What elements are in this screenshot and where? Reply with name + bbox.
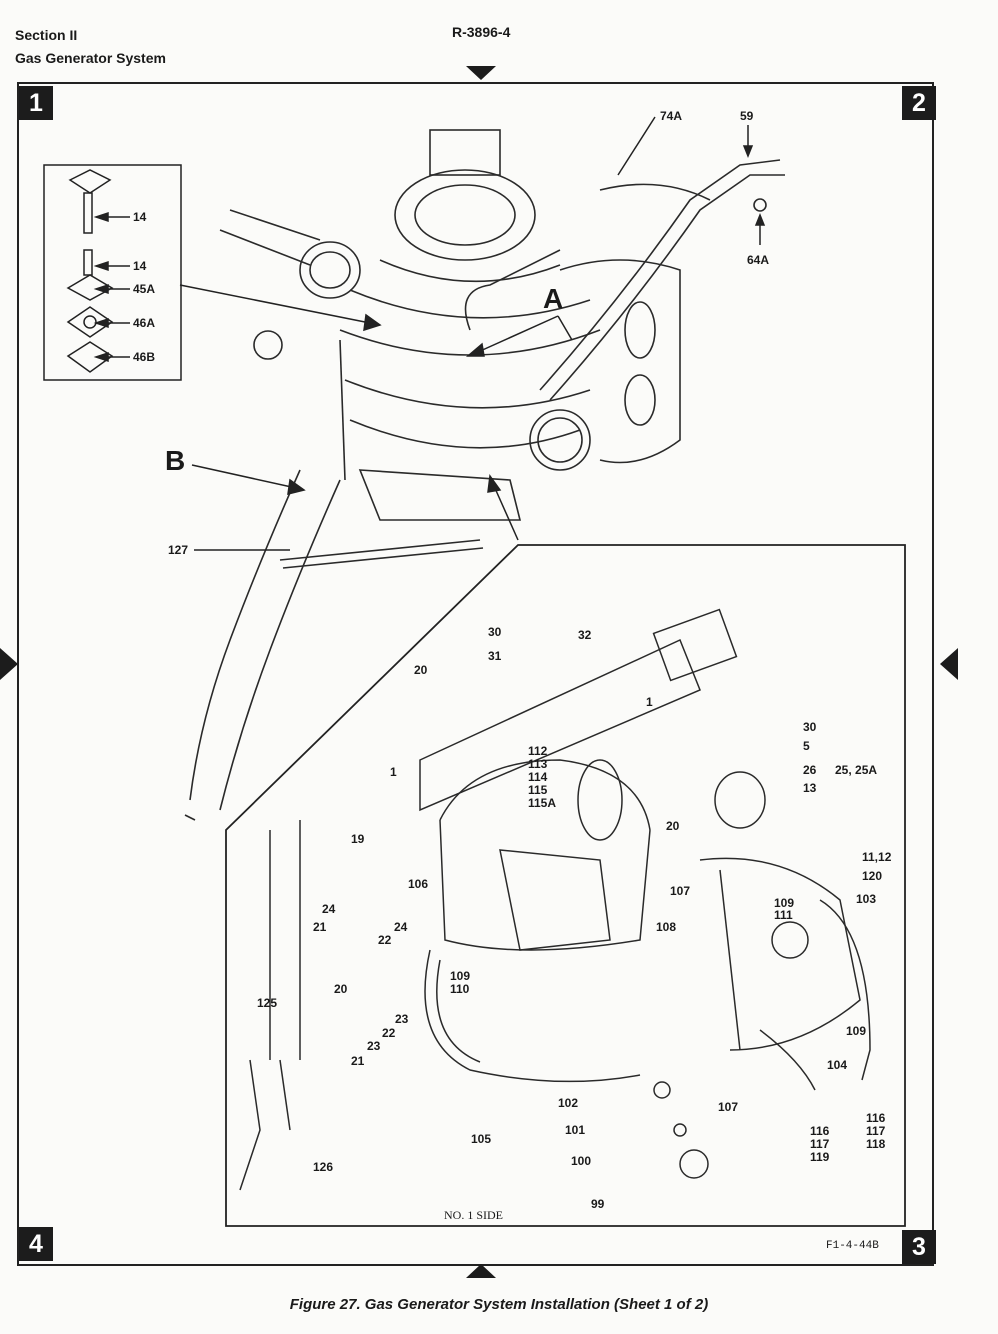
callout-116: 116 bbox=[810, 1124, 830, 1138]
callout-1: 1 bbox=[390, 765, 397, 779]
left-center-marker-icon bbox=[0, 648, 18, 680]
callout-109: 109 bbox=[846, 1024, 867, 1038]
callout-31: 31 bbox=[488, 649, 502, 663]
callout-127: 127 bbox=[168, 543, 189, 557]
figure-frame bbox=[17, 82, 934, 1266]
detail-view-outline bbox=[225, 544, 906, 1227]
figure-caption: Figure 27. Gas Generator System Installa… bbox=[289, 1296, 709, 1313]
corner-marker-4: 4 bbox=[19, 1227, 53, 1261]
callout-105: 105 bbox=[471, 1132, 492, 1146]
callout-100: 100 bbox=[571, 1154, 592, 1168]
callout-115a: 115A bbox=[528, 796, 557, 810]
top-center-marker-icon bbox=[466, 66, 496, 80]
detail-view-label: NO. 1 SIDE bbox=[444, 1208, 503, 1222]
callout-23: 23 bbox=[395, 1012, 409, 1026]
corner-marker-1: 1 bbox=[19, 86, 53, 120]
callout-30: 30 bbox=[803, 720, 817, 734]
callout-14: 14 bbox=[133, 210, 147, 224]
callout-26: 26 bbox=[803, 763, 817, 777]
callout-46b: 46B bbox=[133, 350, 156, 364]
callout-101: 101 bbox=[565, 1123, 586, 1137]
callout-102: 102 bbox=[558, 1096, 579, 1110]
callout-24: 24 bbox=[322, 902, 336, 916]
callout-21: 21 bbox=[313, 920, 327, 934]
callout-64a: 64A bbox=[747, 253, 770, 267]
corner-marker-2: 2 bbox=[902, 86, 936, 120]
callout-32: 32 bbox=[578, 628, 592, 642]
callout-22: 22 bbox=[378, 933, 392, 947]
callout-116: 116 bbox=[866, 1111, 886, 1125]
bottom-center-marker-icon bbox=[466, 1264, 496, 1278]
callout-59: 59 bbox=[740, 109, 754, 123]
callout-22: 22 bbox=[382, 1026, 396, 1040]
figure-code: F1-4-44B bbox=[826, 1240, 879, 1252]
callout-19: 19 bbox=[351, 832, 365, 846]
callout-20: 20 bbox=[414, 663, 428, 677]
callout-view-a: A bbox=[543, 283, 564, 314]
callout-117: 117 bbox=[866, 1124, 886, 1138]
callout-110: 110 bbox=[450, 982, 470, 996]
callout-25-25a: 25, 25A bbox=[835, 763, 878, 777]
callout-14: 14 bbox=[133, 259, 147, 273]
callout-46a: 46A bbox=[133, 316, 156, 330]
callout-21: 21 bbox=[351, 1054, 365, 1068]
corner-marker-3: 3 bbox=[902, 1230, 936, 1264]
callout-74a: 74A bbox=[660, 109, 683, 123]
callout-103: 103 bbox=[856, 892, 877, 906]
callout-107: 107 bbox=[718, 1100, 739, 1114]
callout-24: 24 bbox=[394, 920, 408, 934]
callout-104: 104 bbox=[827, 1058, 848, 1072]
callout-20: 20 bbox=[666, 819, 680, 833]
callout-106: 106 bbox=[408, 877, 429, 891]
inset-parts-box bbox=[43, 164, 182, 381]
callout-125: 125 bbox=[257, 996, 278, 1010]
callout-109: 109 bbox=[774, 896, 795, 910]
right-center-marker-icon bbox=[940, 648, 958, 680]
document-number: R-3896-4 bbox=[452, 24, 511, 40]
callout-126: 126 bbox=[313, 1160, 334, 1174]
section-heading: Section II bbox=[15, 27, 78, 43]
callout-112: 112 bbox=[528, 744, 548, 758]
callout-118: 118 bbox=[866, 1137, 886, 1151]
callout-113: 113 bbox=[528, 757, 548, 771]
callout-108: 108 bbox=[656, 920, 677, 934]
callout-13: 13 bbox=[803, 781, 817, 795]
callout-109: 109 bbox=[450, 969, 471, 983]
callout-115: 115 bbox=[528, 783, 548, 797]
callout-117: 117 bbox=[810, 1137, 830, 1151]
callout-1: 1 bbox=[646, 695, 653, 709]
callout-23: 23 bbox=[367, 1039, 381, 1053]
callout-30: 30 bbox=[488, 625, 502, 639]
callout-107: 107 bbox=[670, 884, 691, 898]
callout-45a: 45A bbox=[133, 282, 156, 296]
callout-111: 111 bbox=[774, 908, 793, 922]
callout-11-12: 11,12 bbox=[862, 850, 892, 864]
callout-99: 99 bbox=[591, 1197, 605, 1211]
callout-119: 119 bbox=[810, 1150, 830, 1164]
system-heading: Gas Generator System bbox=[15, 50, 166, 66]
callout-view-b: B bbox=[165, 445, 186, 476]
callout-20: 20 bbox=[334, 982, 348, 996]
callout-5: 5 bbox=[803, 739, 810, 753]
callout-120: 120 bbox=[862, 869, 883, 883]
callout-114: 114 bbox=[528, 770, 548, 784]
